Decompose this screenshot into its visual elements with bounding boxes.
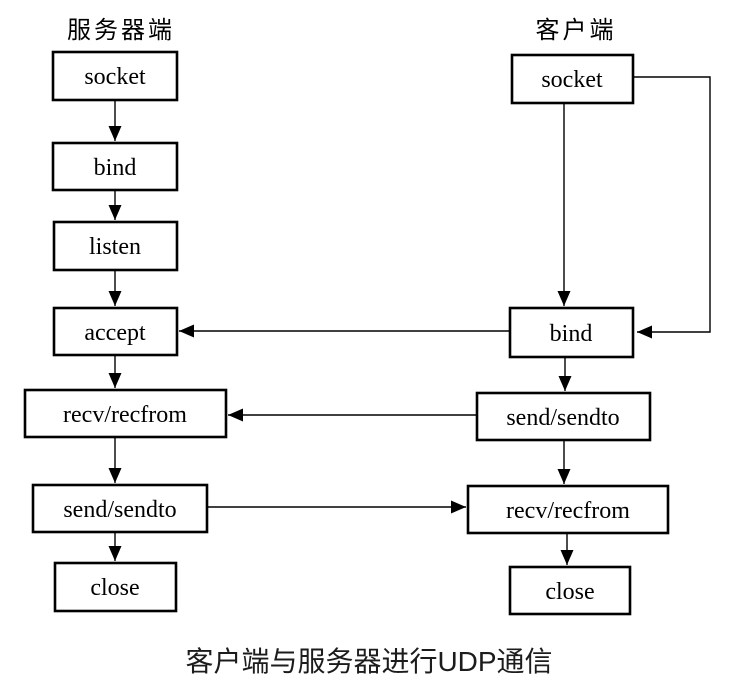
client-recv-box (466, 484, 670, 535)
client-close-box (508, 565, 632, 616)
server-close-label: close (90, 575, 139, 601)
server-listen-label: listen (89, 234, 141, 260)
client-bind-label: bind (550, 321, 593, 347)
server-accept-box (52, 306, 179, 357)
client-socket-label: socket (541, 67, 603, 93)
server-close-box (53, 561, 178, 613)
server-recv-label: recv/recfrom (63, 402, 187, 428)
server-send-box (31, 483, 209, 534)
client-socket-box (510, 53, 635, 105)
client-close-label: close (545, 579, 594, 605)
client-bind-box (508, 306, 635, 359)
client-column-header: 客户端 (536, 17, 617, 44)
diagram-caption: 客户端与服务器进行UDP通信 (185, 646, 552, 677)
client-send-box (475, 391, 652, 442)
server-recv-box (23, 388, 228, 439)
client-send-label: send/sendto (506, 405, 619, 431)
server-send-label: send/sendto (63, 497, 176, 523)
server-accept-label: accept (84, 320, 146, 346)
server-column-header: 服务器端 (67, 17, 175, 44)
server-socket-label: socket (84, 64, 146, 90)
server-bind-label: bind (94, 155, 137, 181)
server-socket-box (51, 50, 179, 102)
arrow-client-socket-loop-to-bind (633, 76, 711, 339)
client-recv-label: recv/recfrom (506, 498, 630, 524)
